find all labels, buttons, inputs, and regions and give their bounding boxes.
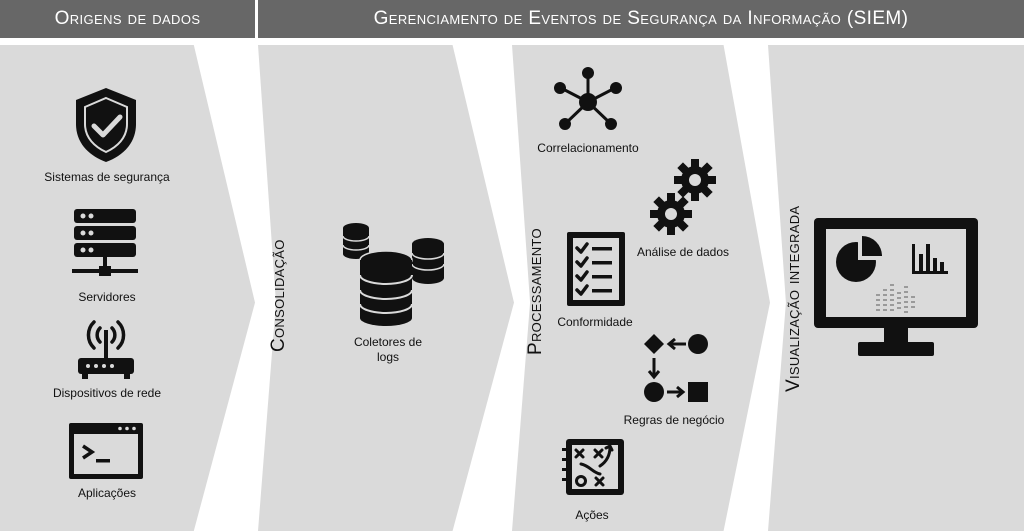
data-analysis-label: Análise de dados [636, 245, 730, 259]
router-icon [78, 320, 134, 379]
terminal-icon [69, 423, 143, 479]
processing-chevron [512, 45, 770, 531]
security-systems-label: Sistemas de segurança [44, 170, 170, 184]
siem-header: Gerenciamento de Eventos de Segurança da… [258, 0, 1024, 38]
log-collectors-label-line2: logs [376, 350, 399, 364]
network-devices-label: Dispositivos de rede [52, 386, 162, 400]
actions-label: Ações [575, 508, 609, 522]
log-collectors-label-line1: Coletores de [353, 335, 423, 349]
server-icon [72, 209, 138, 276]
consolidation-title: Consolidação [268, 239, 289, 352]
processing-title: Processamento [525, 228, 546, 355]
correlation-label: Correlacionamento [537, 141, 639, 155]
origins-header-label: Origens de dados [54, 8, 201, 29]
monitor-dashboard-icon [814, 218, 978, 356]
visualization-title: Visualização integrada [783, 205, 804, 392]
checklist-icon [567, 232, 625, 306]
network-graph-icon [554, 67, 622, 130]
servers-label: Servidores [78, 290, 136, 304]
business-rules-label: Regras de negócio [623, 413, 725, 427]
workflow-icon [644, 334, 708, 402]
strategy-board-icon [562, 439, 624, 495]
origins-header: Origens de dados [0, 0, 255, 38]
compliance-label: Conformidade [557, 315, 633, 329]
applications-label: Aplicações [77, 486, 137, 500]
log-collectors-label: Coletores de logs [340, 335, 436, 365]
gears-icon [650, 159, 716, 235]
database-icon [342, 223, 445, 326]
siem-header-label: Gerenciamento de Eventos de Segurança da… [373, 8, 909, 29]
shield-icon [76, 88, 136, 162]
